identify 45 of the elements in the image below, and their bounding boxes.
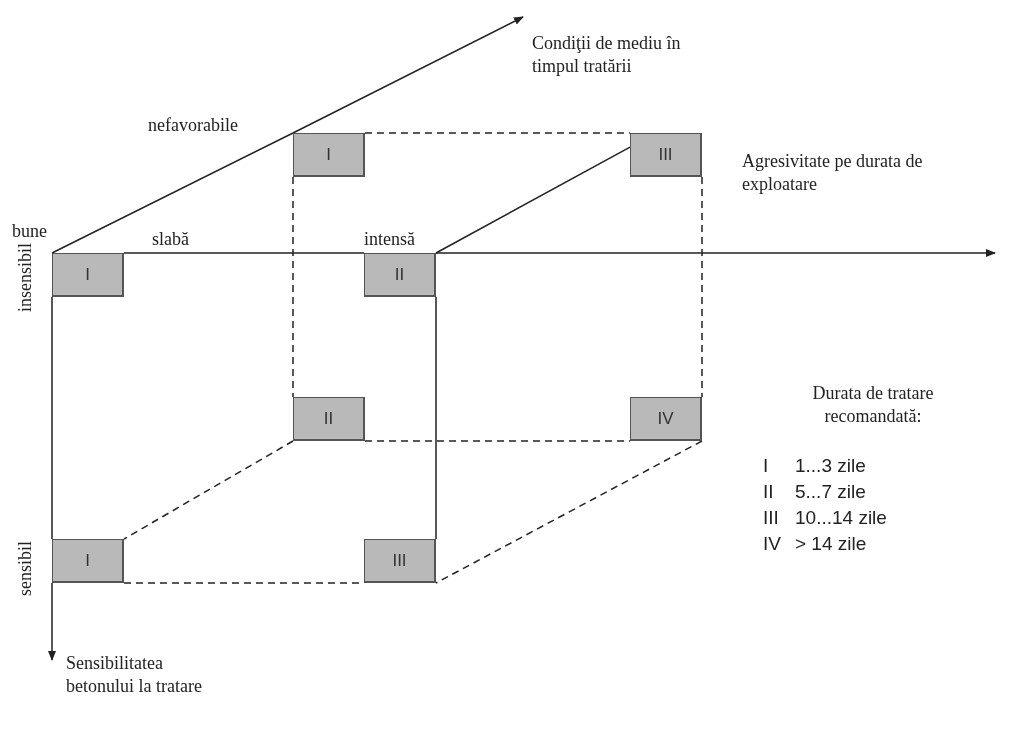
category-box <box>364 539 436 583</box>
dashed-line <box>435 440 703 584</box>
axis-label: Durata de tratare recomandată: <box>811 382 935 427</box>
dashed-line <box>123 440 294 540</box>
box-label: IV <box>657 408 674 429</box>
axis-label: Sensibilitatea betonului la tratare <box>66 652 203 697</box>
dashed-line <box>701 176 703 398</box>
table-cell: > 14 zile <box>795 533 867 555</box>
box-label: III <box>658 144 673 165</box>
axis-label: Agresivitate pe durata de exploatare <box>742 150 924 195</box>
axis-label: Condiţii de mediu în timpul tratării <box>532 32 682 77</box>
box-label: I <box>326 144 331 165</box>
connector-line <box>435 146 631 254</box>
category-box <box>293 133 365 177</box>
axis-label: slabă <box>152 228 189 251</box>
connector-line <box>51 132 294 254</box>
dashed-line <box>364 132 631 134</box>
axis-value-label: insensibil <box>14 243 36 312</box>
table-cell: 10...14 zile <box>795 507 887 529</box>
box-label: I <box>85 550 90 571</box>
category-box <box>52 253 124 297</box>
category-box <box>293 397 365 441</box>
table-cell: IV <box>763 533 781 555</box>
table-cell: 5...7 zile <box>795 481 866 503</box>
table-cell: II <box>763 481 774 503</box>
axis-label: nefavorabile <box>148 114 238 137</box>
table-cell: III <box>763 507 779 529</box>
table-cell: I <box>763 455 769 477</box>
table-cell: 1...3 zile <box>795 455 866 477</box>
connector-line <box>435 296 437 540</box>
category-box <box>364 253 436 297</box>
axis-label: intensă <box>364 228 415 251</box>
box-label: I <box>85 264 90 285</box>
axis-label: bune <box>12 220 47 243</box>
box-label: II <box>323 408 334 429</box>
dashed-line <box>364 440 631 442</box>
box-label: II <box>394 264 405 285</box>
category-box <box>52 539 124 583</box>
connector-line <box>51 296 53 540</box>
category-box <box>630 133 702 177</box>
category-box <box>630 397 702 441</box>
axis-value-label: sensibil <box>14 541 36 596</box>
box-label: III <box>392 550 407 571</box>
connector-line <box>123 252 365 254</box>
dashed-line <box>292 176 294 398</box>
